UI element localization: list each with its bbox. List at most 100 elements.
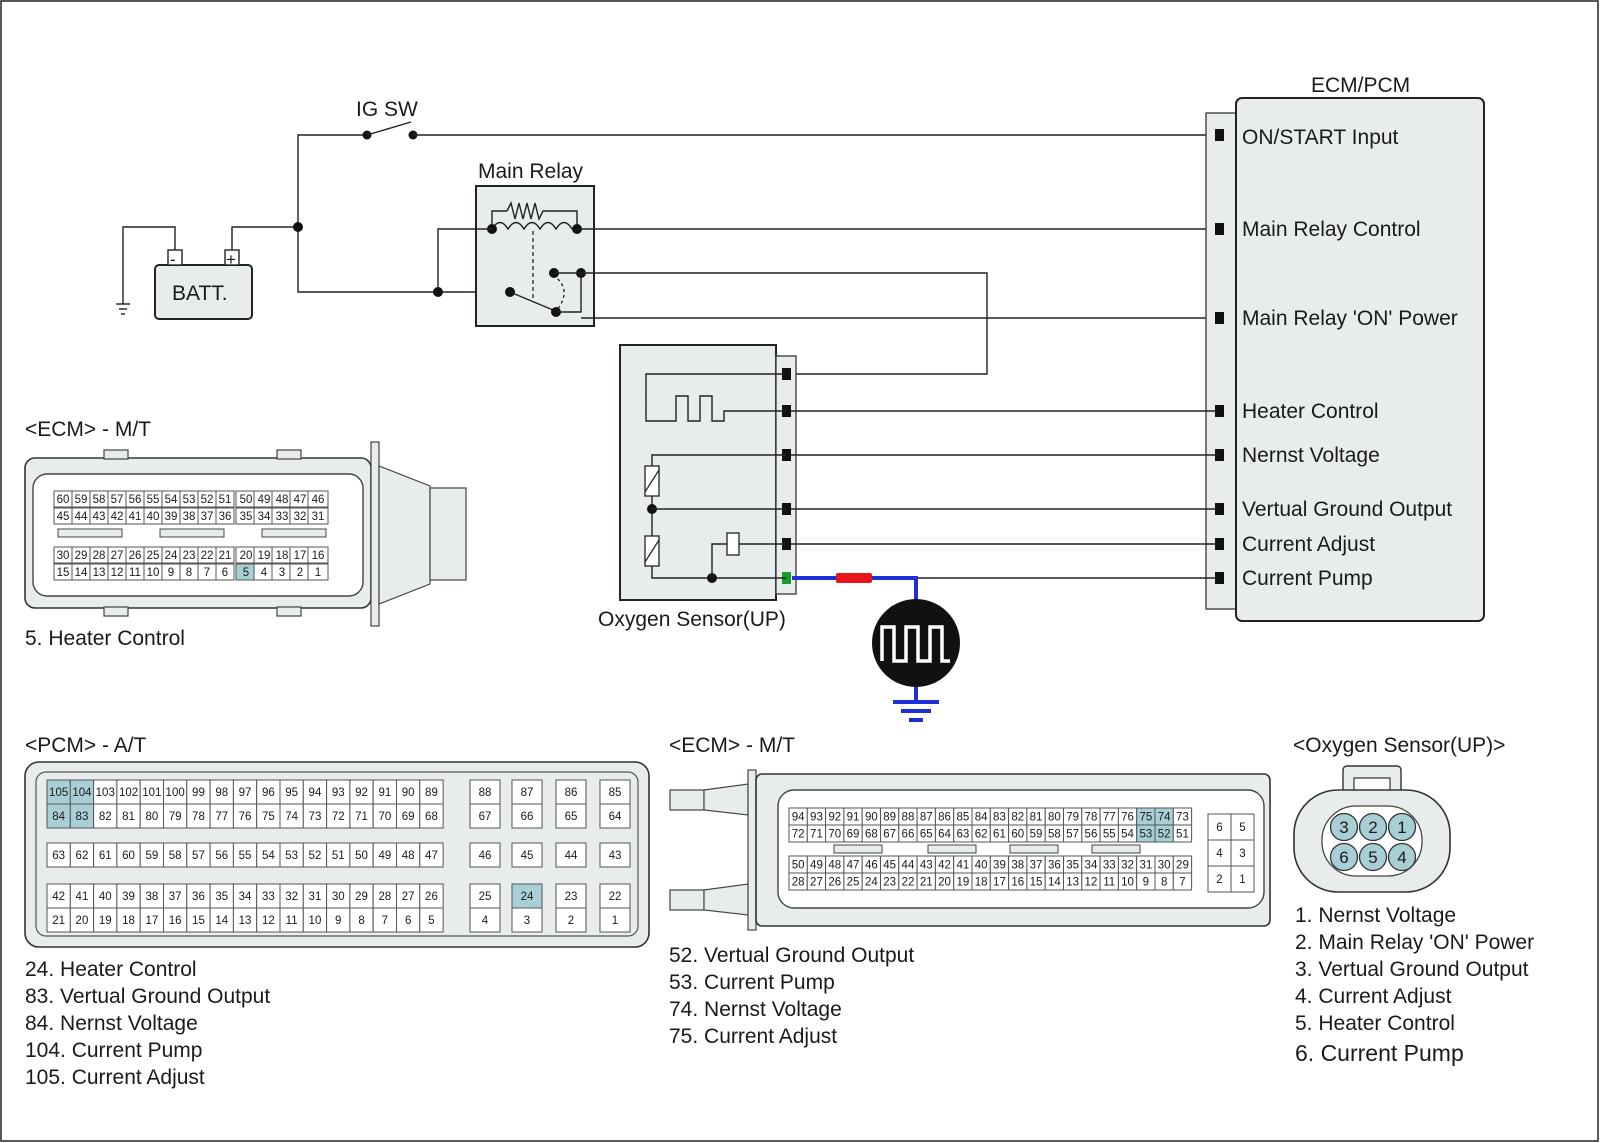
pin-number: 72 — [332, 811, 345, 823]
pin-number: 62 — [975, 829, 988, 841]
pcm-legend-item: 24. Heater Control — [25, 958, 197, 981]
o2-pin — [1358, 842, 1388, 872]
pin-number: 3 — [279, 567, 285, 579]
o2-pin — [1387, 842, 1417, 872]
pin-cell — [511, 907, 543, 933]
pin-number: 19 — [99, 915, 112, 927]
pin-number: 31 — [312, 511, 325, 523]
pin-number: 82 — [99, 811, 112, 823]
pin-number: 100 — [166, 787, 185, 799]
pin-number: 10 — [309, 915, 322, 927]
ig-sw-blade — [366, 121, 412, 136]
relay-coil-lead-right — [550, 210, 578, 229]
pin-number: 9 — [1143, 877, 1149, 889]
pin-number: 85 — [609, 787, 622, 799]
pin-number: 48 — [276, 494, 289, 506]
pin-number: 73 — [1176, 812, 1189, 824]
pin-number: 25 — [479, 891, 492, 903]
relay-contact-blade — [509, 291, 554, 311]
pin-number: 43 — [609, 850, 622, 862]
pin-number: 79 — [1066, 812, 1079, 824]
pin-number: 45 — [521, 850, 534, 862]
pin-number: 56 — [1085, 829, 1098, 841]
pin-number: 12 — [111, 567, 124, 579]
o2-legend-item: 3. Vertual Ground Output — [1295, 958, 1529, 981]
o2-cell-wire — [651, 454, 786, 466]
pin-number: 63 — [956, 829, 969, 841]
ecm-terminal-label: Current Pump — [1242, 567, 1373, 590]
battery — [154, 264, 253, 320]
pin-number: 90 — [865, 812, 878, 824]
pin-number: 85 — [956, 812, 969, 824]
pin-number: 38 — [183, 511, 196, 523]
pin-number: 89 — [883, 812, 896, 824]
pin-number: 41 — [76, 891, 89, 903]
pin-number: 25 — [147, 550, 160, 562]
pin-number: 47 — [847, 860, 860, 872]
ecm-mt-large-title: <ECM> - M/T — [669, 734, 795, 757]
pin-number: 74 — [285, 811, 298, 823]
pin-number: 36 — [219, 511, 232, 523]
pin-number: 65 — [565, 811, 578, 823]
pin-number: 60 — [57, 494, 70, 506]
pin-number: 66 — [902, 829, 915, 841]
o2-pin — [1387, 812, 1417, 842]
pin-number: 61 — [99, 850, 112, 862]
pin-number: 34 — [239, 891, 252, 903]
pin-cell — [419, 842, 444, 868]
pin-number: 29 — [75, 550, 88, 562]
pin-number: 4 — [261, 567, 268, 579]
pin-number: 54 — [165, 494, 178, 506]
o2-heater-element-icon — [645, 373, 786, 422]
pin-number: 69 — [847, 829, 860, 841]
pin-number: 1 — [1239, 874, 1245, 886]
pin-number: 17 — [993, 877, 1006, 889]
pin-number: 16 — [1011, 877, 1024, 889]
pin-number: 33 — [262, 891, 275, 903]
o2-trim-wire — [711, 543, 727, 578]
ecm-pcm-box — [1235, 97, 1485, 622]
pin-number: 61 — [993, 829, 1006, 841]
pin-number: 35 — [215, 891, 228, 903]
pin-number: 49 — [378, 850, 391, 862]
pin-number: 32 — [294, 511, 307, 523]
pin-number: 10 — [147, 567, 160, 579]
pin-number: 83 — [76, 811, 89, 823]
pin-number: 56 — [129, 494, 142, 506]
ecm-terminal-label: Vertual Ground Output — [1242, 498, 1452, 521]
pin-number: 22 — [201, 550, 214, 562]
pin-number: 43 — [920, 860, 933, 872]
pin-cell — [215, 546, 235, 564]
pcm-legend-item: 104. Current Pump — [25, 1039, 202, 1062]
pin-number: 27 — [111, 550, 124, 562]
pin-number: 52 — [309, 850, 322, 862]
pin-number: 38 — [145, 891, 158, 903]
ecm-large-legend-item: 53. Current Pump — [669, 971, 835, 994]
battery-minus-sign: - — [170, 250, 176, 269]
pin-number: 48 — [402, 850, 415, 862]
pin-number: 13 — [93, 567, 106, 579]
pcm-legend-item: 84. Nernst Voltage — [25, 1012, 198, 1035]
pin-number: 70 — [828, 829, 841, 841]
schematic: IG SW BATT. - + Main Relay — [116, 74, 1485, 722]
pin-number: 99 — [192, 787, 205, 799]
pin-number: 20 — [938, 877, 951, 889]
pin-number: 75 — [1139, 812, 1152, 824]
pin-number: 31 — [1139, 860, 1152, 872]
pin-number: 80 — [1048, 812, 1061, 824]
pin-number: 53 — [1139, 829, 1152, 841]
pin-number: 78 — [1085, 812, 1098, 824]
pin-number: 58 — [1048, 829, 1061, 841]
pin-number: 55 — [147, 494, 160, 506]
pin-number: 94 — [792, 812, 805, 824]
pin-number: 25 — [847, 877, 860, 889]
pin-cell — [307, 490, 329, 508]
pin-number: 28 — [792, 877, 805, 889]
pin-number: 4 — [1216, 848, 1223, 860]
pin-number: 44 — [902, 860, 915, 872]
pin-number: 57 — [111, 494, 124, 506]
pin-number: 39 — [993, 860, 1006, 872]
oxygen-sensor-label: Oxygen Sensor(UP) — [598, 608, 786, 631]
pin-number: 50 — [355, 850, 368, 862]
